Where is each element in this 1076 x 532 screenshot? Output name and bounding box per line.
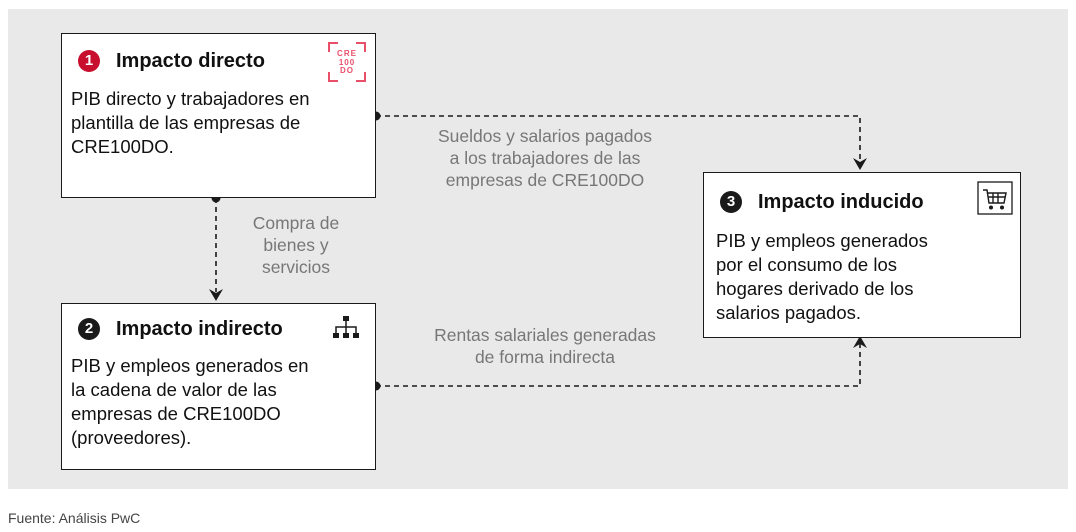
text-line: (proveedores).: [71, 427, 192, 448]
cre100do-logo-icon: CRE 100 DO: [327, 41, 367, 83]
text-line: por el consumo de los: [716, 254, 897, 275]
arrowhead-down: [853, 158, 867, 170]
arrowhead-down: [209, 289, 223, 301]
box-indirect-impact: 2 Impacto indirecto PIB y empleos genera…: [61, 303, 376, 470]
logo-text: 100: [338, 57, 356, 67]
label-line: Rentas salariales generadas: [434, 325, 656, 345]
number-badge: 1: [78, 50, 100, 72]
box-induced-impact: 3 Impacto inducido PIB y empleos generad…: [703, 172, 1021, 338]
label-line: Compra de: [252, 213, 340, 233]
box-description: PIB directo y trabajadores en plantilla …: [71, 87, 310, 159]
text-line: hogares derivado de los: [716, 278, 914, 299]
label-line: a los trabajadores de las: [449, 148, 641, 168]
label-line: empresas de CRE100DO: [445, 170, 645, 190]
text-line: PIB y empleos generados en: [71, 355, 309, 376]
box-description: PIB y empleos generados en la cadena de …: [71, 354, 309, 450]
label-line: bienes y: [263, 235, 329, 255]
org-chart-icon: [332, 316, 360, 340]
edge-label-indirect-rents: Rentas salariales generadas de forma ind…: [380, 324, 710, 368]
text-line: plantilla de las empresas de: [71, 112, 301, 133]
box-title: Impacto inducido: [758, 191, 924, 213]
logo-text: DO: [340, 66, 354, 75]
box-title: Impacto indirecto: [116, 318, 283, 340]
number-badge: 2: [78, 318, 100, 340]
text-line: PIB y empleos generados: [716, 230, 928, 251]
edge-direct-to-induced: [376, 115, 861, 162]
logo-text: CRE: [337, 49, 357, 58]
text-line: empresas de CRE100DO: [71, 403, 281, 424]
text-line: la cadena de valor de las: [71, 379, 277, 400]
box-direct-impact: 1 Impacto directo CRE 100 DO PIB directo…: [61, 33, 376, 198]
label-line: Sueldos y salarios pagados: [437, 126, 653, 146]
edge-label-purchases: Compra de bienes y servicios: [221, 212, 371, 278]
box-title: Impacto directo: [116, 50, 265, 72]
text-line: PIB directo y trabajadores en: [71, 88, 310, 109]
text-line: CRE100DO.: [71, 136, 174, 157]
number-badge: 3: [720, 191, 742, 213]
shopping-cart-icon: [977, 181, 1013, 215]
box-description: PIB y empleos generados por el consumo d…: [716, 229, 928, 325]
label-line: de forma indirecta: [474, 347, 616, 367]
source-note: Fuente: Análisis PwC: [8, 510, 141, 526]
arrowhead-up: [853, 336, 867, 348]
label-line: servicios: [261, 257, 331, 277]
edge-label-salaries: Sueldos y salarios pagados a los trabaja…: [380, 125, 710, 191]
text-line: salarios pagados.: [716, 302, 862, 323]
